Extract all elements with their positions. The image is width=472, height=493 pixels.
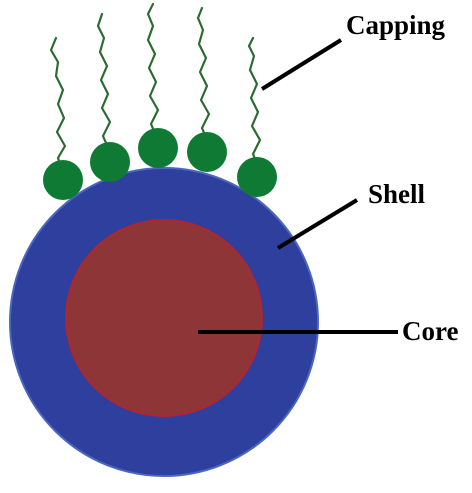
capping-tail-5 (247, 36, 262, 170)
core-label: Core (402, 316, 458, 346)
capping-head-3 (138, 128, 178, 168)
capping-tail-2 (96, 12, 112, 152)
shell-leader-line (276, 198, 359, 250)
capping-tail-4 (196, 6, 211, 144)
capping-ligand-heads (43, 128, 277, 200)
shell-label: Shell (368, 179, 426, 209)
capping-tail-1 (49, 36, 67, 174)
capping-leader-line (260, 38, 343, 91)
capping-head-1 (43, 160, 83, 200)
capping-head-2 (90, 142, 130, 182)
leader-lines (198, 38, 398, 334)
capping-head-5 (237, 157, 277, 197)
capping-head-4 (187, 132, 227, 172)
capping-label: Capping (346, 10, 446, 40)
capping-tail-3 (146, 2, 160, 140)
capping-ligand-tails (49, 2, 262, 174)
core (65, 219, 263, 417)
